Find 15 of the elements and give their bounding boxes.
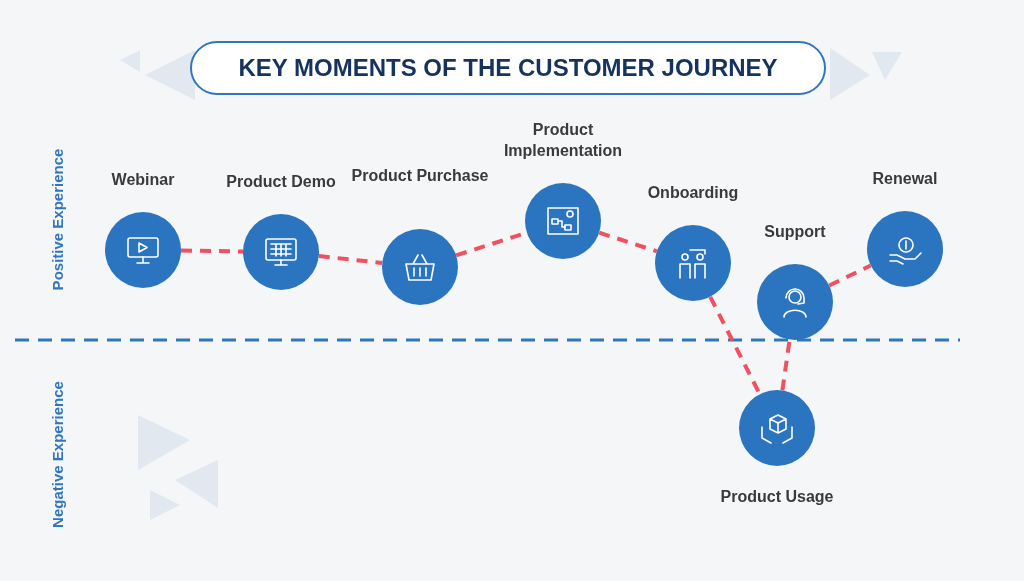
dashed-connector [828,263,872,288]
step-label: Renewal [871,169,939,189]
step-label: Onboarding [646,183,740,203]
step-label: Webinar [110,170,176,190]
title: KEY MOMENTS OF THE CUSTOMER JOURNEY [190,41,826,95]
dashed-connector [180,248,244,254]
dashed-connector [598,230,658,254]
dashed-connector [780,339,792,391]
step-label: Product Purchase [350,166,490,186]
step-label: Product Implementation [502,120,624,161]
dashed-connector [318,254,383,265]
axis-label: Positive Experience [48,147,66,293]
step-label: Support [763,222,827,242]
axis-label: Negative Experience [48,380,66,530]
step-label: Product Usage [719,487,835,507]
